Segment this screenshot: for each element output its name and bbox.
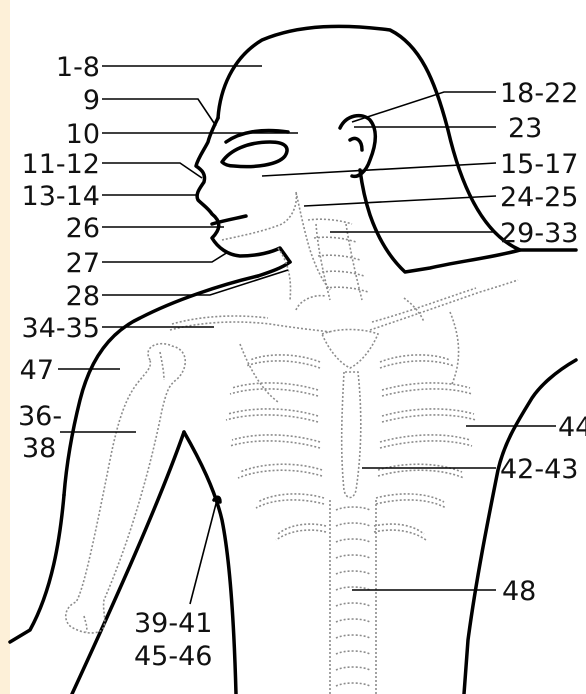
shoulder-rim-r — [404, 298, 424, 322]
label-29-33: 29-33 — [500, 218, 578, 249]
label-44: 44 — [558, 412, 586, 443]
ear-outline — [340, 116, 375, 177]
label-34-35: 34-35 — [22, 313, 100, 344]
sternum-body — [342, 372, 361, 498]
eye-outline — [222, 142, 287, 167]
label-10: 10 — [66, 119, 100, 150]
label-24-25: 24-25 — [500, 182, 578, 213]
right-clavicle-b — [372, 288, 476, 322]
humerus-head-detail — [160, 352, 164, 380]
label-1-8: 1-8 — [56, 52, 100, 83]
scapula-right — [450, 312, 459, 384]
headdress-lower-edge — [360, 170, 520, 272]
label-18-22: 18-22 — [500, 78, 578, 109]
left-arm-lower — [10, 495, 64, 642]
label-26: 26 — [66, 213, 100, 244]
spine — [330, 500, 376, 694]
ear-inner — [350, 138, 362, 150]
right-clavicle — [370, 280, 518, 330]
leader-18-22 — [352, 92, 496, 122]
jaw-line — [222, 192, 296, 240]
label-15-17: 15-17 — [500, 149, 578, 180]
leader-11-12 — [102, 163, 202, 178]
label-36: 36- — [18, 401, 62, 432]
shoulder-rim — [296, 296, 326, 310]
right-arm-outline — [464, 360, 576, 694]
label-11-12: 11-12 — [22, 149, 100, 180]
right-ribs — [374, 355, 476, 540]
neck-inner — [296, 192, 330, 290]
label-38: 38 — [22, 433, 56, 464]
label-9: 9 — [83, 85, 100, 116]
leader-27 — [102, 252, 228, 262]
left-ribs — [226, 355, 326, 540]
humerus-foot-detail — [84, 616, 87, 632]
manubrium — [322, 330, 378, 369]
leader-9 — [102, 99, 216, 126]
label-39-41: 39-41 — [134, 608, 212, 639]
label-27: 27 — [66, 248, 100, 279]
leader-24-25 — [304, 196, 496, 206]
scapula-left — [240, 344, 278, 402]
labels: 1-8 9 10 11-12 13-14 26 27 28 34-35 47 3… — [18, 52, 586, 672]
label-13-14: 13-14 — [22, 181, 100, 212]
eyebrow — [226, 130, 288, 142]
label-23: 23 — [508, 113, 542, 144]
label-48: 48 — [502, 576, 536, 607]
label-28: 28 — [66, 281, 100, 312]
label-45-46: 45-46 — [134, 641, 212, 672]
face-profile — [196, 118, 290, 262]
leader-39-41 — [190, 496, 218, 604]
label-47: 47 — [20, 355, 54, 386]
leader-lines — [58, 66, 556, 604]
label-42-43: 42-43 — [500, 454, 578, 485]
